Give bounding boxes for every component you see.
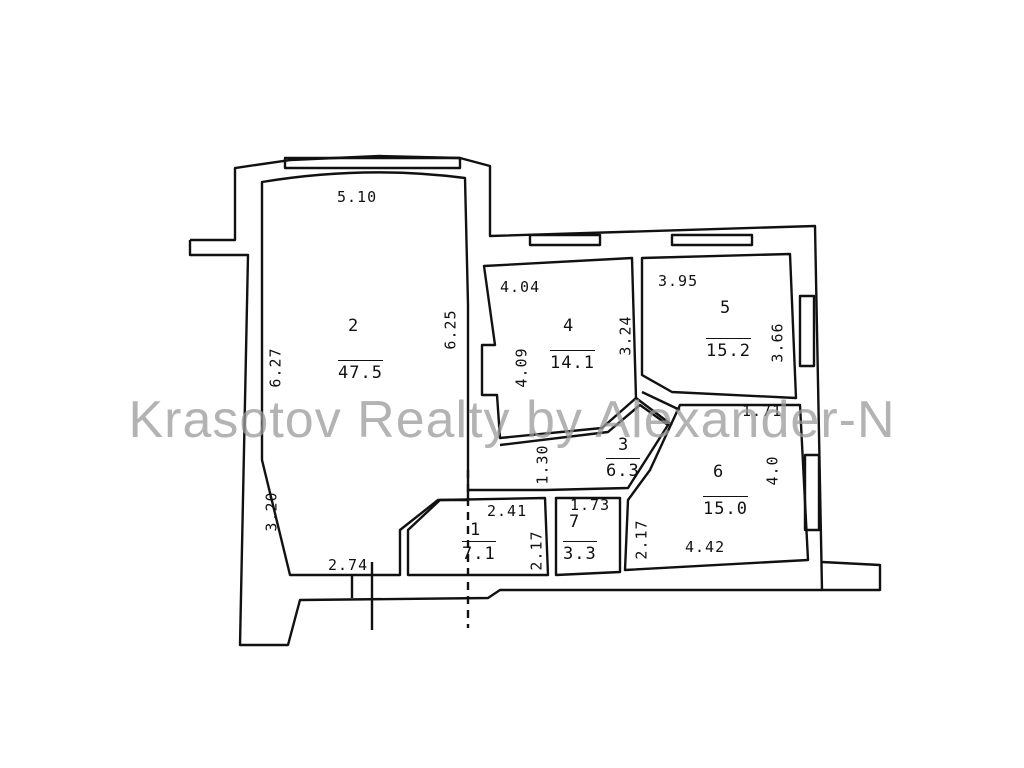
room-4-area: 14.1 (550, 350, 595, 372)
dim-room5-right: 3.66 (768, 322, 787, 363)
dim-room1-right: 2.17 (527, 530, 546, 571)
room-7-area: 3.3 (563, 541, 597, 563)
dim-room5-top: 3.95 (658, 272, 699, 290)
window-room4 (528, 233, 602, 247)
entrance-door (350, 562, 374, 630)
dim-room6-right: 4.0 (763, 455, 782, 486)
room-1-number: 1 (470, 520, 482, 540)
room5-wall (640, 252, 798, 400)
dim-room4-right: 3.24 (616, 315, 635, 356)
room-6-area: 15.0 (703, 496, 748, 518)
window-room2 (283, 156, 462, 170)
dim-room2-bottom: 2.74 (328, 556, 369, 574)
window-room5 (670, 233, 754, 247)
hall-wall (468, 403, 670, 492)
room-7-number: 7 (569, 512, 581, 532)
watermark: Krasotov Realty by Alexander-N (128, 391, 896, 449)
room-3-area: 6.3 (606, 458, 640, 480)
dim-hall-height: 1.30 (533, 444, 552, 485)
dim-room6-top: 1.71 (742, 402, 783, 420)
room-5-number: 5 (720, 298, 732, 318)
dim-room6-bottom: 4.42 (685, 538, 726, 556)
room-5-area: 15.2 (706, 338, 751, 360)
room6-wall (623, 403, 810, 572)
room-2-area: 47.5 (338, 360, 383, 382)
dim-room1-top: 2.41 (487, 502, 528, 520)
outer-wall-outer (190, 154, 882, 592)
dim-room4-top: 4.04 (500, 278, 541, 296)
room7-wall (554, 496, 622, 577)
dim-room2-right: 6.25 (441, 309, 460, 350)
room2-inner-wall (260, 171, 470, 577)
dim-room2-left-lower: 3.20 (262, 491, 281, 532)
dim-room2-top: 5.10 (337, 188, 378, 206)
diagonal-partition (635, 390, 681, 426)
dim-room4-left: 4.09 (512, 347, 531, 388)
room1-wall (406, 496, 550, 577)
room-4-number: 4 (563, 316, 575, 336)
window-room6-side (803, 453, 821, 532)
room-1-area: 7.1 (462, 541, 496, 563)
dim-room2-left: 6.27 (266, 347, 285, 388)
outer-wall-outer-left (188, 240, 822, 647)
room-6-number: 6 (713, 462, 725, 482)
dim-room6-left: 2.17 (632, 519, 651, 560)
room-3-number: 3 (618, 435, 630, 455)
dim-room7-top: 1.73 (570, 496, 611, 514)
window-room5-side (798, 294, 816, 368)
room-2-number: 2 (348, 316, 360, 336)
room4-wall (480, 256, 638, 440)
